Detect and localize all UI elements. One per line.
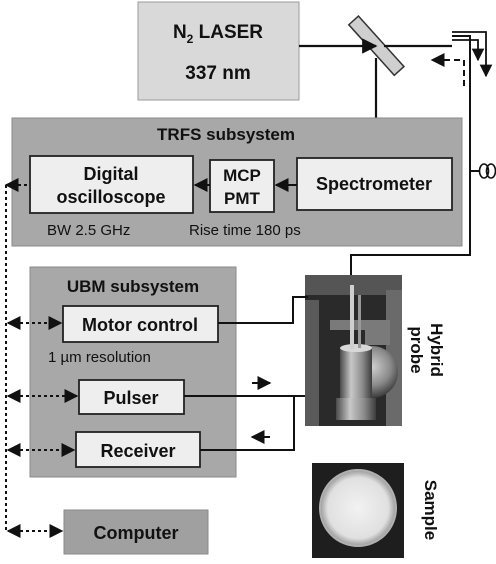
- bandwidth-label: BW 2.5 GHz: [47, 222, 130, 239]
- motor-control-box: [62, 305, 219, 343]
- computer-box: [63, 509, 209, 555]
- oscilloscope-box: [29, 155, 194, 214]
- pulser-label: Pulser: [103, 388, 158, 408]
- mcp-label: MCP: [223, 166, 261, 185]
- sample-photo: [312, 463, 404, 558]
- probe-label-line1: Hybrid: [427, 323, 446, 377]
- laser-name: N2 LASER: [173, 22, 263, 46]
- pulser-box: [78, 379, 185, 415]
- oscilloscope-label-line1: Digital: [83, 164, 138, 184]
- rise-time-label: Rise time 180 ps: [189, 222, 301, 239]
- fiber-return: [452, 39, 485, 62]
- ubm-title: UBM subsystem: [67, 277, 199, 296]
- laser-box: [137, 1, 300, 101]
- spectrometer-box: [296, 157, 453, 211]
- fluorescence-return: [430, 53, 465, 86]
- fiber-excitation: [452, 31, 493, 78]
- resolution-label: 1 µm resolution: [48, 349, 151, 366]
- receiver-label: Receiver: [100, 441, 175, 461]
- motor-control-wire: [218, 296, 308, 324]
- oscilloscope-label-line2: oscilloscope: [56, 187, 165, 207]
- probe-to-receiver-wire: [200, 396, 295, 451]
- pmt-label: PMT: [224, 189, 261, 208]
- probe-label-line2: probe: [407, 326, 426, 373]
- computer-label: Computer: [94, 523, 179, 543]
- hybrid-probe-photo: [305, 275, 402, 426]
- spectrometer-label: Spectrometer: [316, 174, 432, 194]
- motor-control-label: Motor control: [82, 315, 198, 335]
- optical-fiber: [350, 35, 471, 275]
- trfs-title: TRFS subsystem: [157, 125, 295, 144]
- sample-label: Sample: [421, 480, 440, 540]
- laser-wavelength: 337 nm: [185, 63, 250, 84]
